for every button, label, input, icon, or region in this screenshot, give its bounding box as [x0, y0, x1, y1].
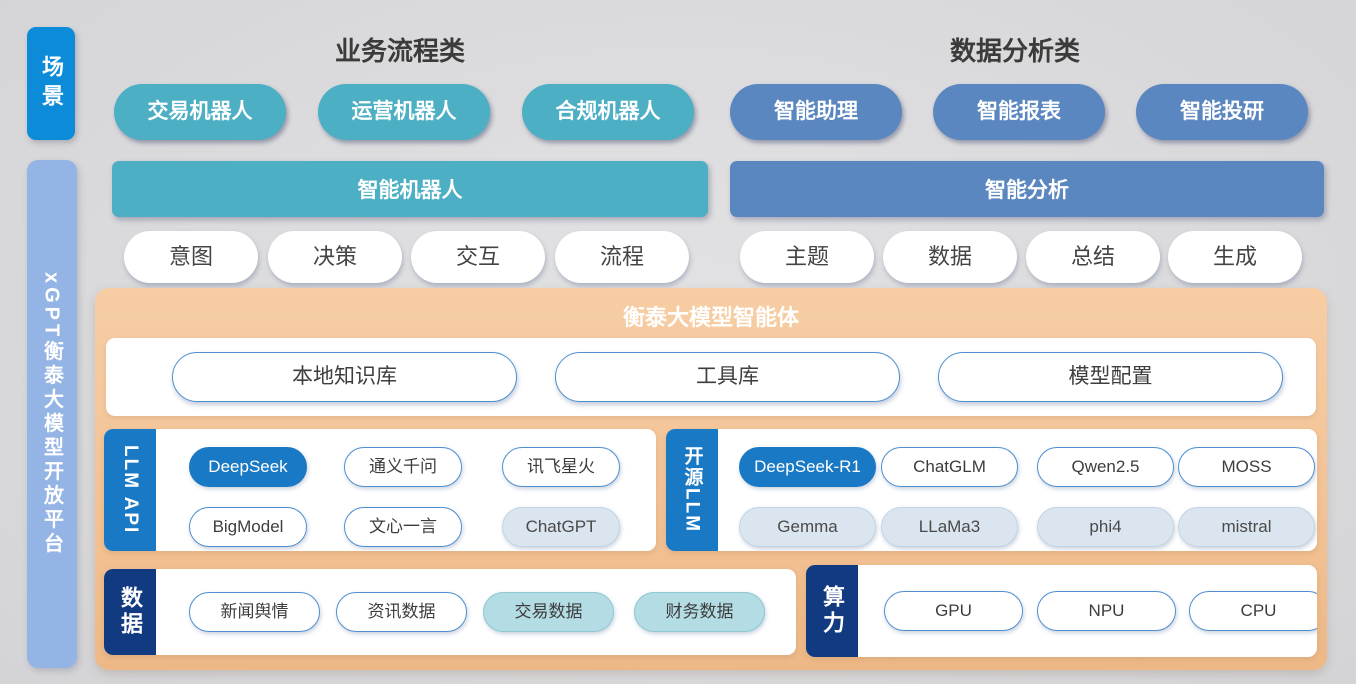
- capability-pill-process[interactable]: 流程: [555, 231, 689, 283]
- agent-feature-local-knowledge-base[interactable]: 本地知识库: [172, 352, 517, 402]
- open-llm-item-chatglm[interactable]: ChatGLM: [881, 447, 1018, 487]
- capability-pill-decision[interactable]: 决策: [268, 231, 402, 283]
- data-item-info-data[interactable]: 资讯数据: [336, 592, 467, 632]
- data-tab-label: 数据: [118, 586, 143, 638]
- scenario-pill-operations-robot[interactable]: 运营机器人: [318, 84, 490, 140]
- open-llm-item-llama3[interactable]: LLaMa3: [881, 507, 1018, 547]
- scenario-pill-trading-robot[interactable]: 交易机器人: [114, 84, 286, 140]
- open-llm-card: 开源LLM DeepSeek-R1 ChatGLM Qwen2.5 MOSS G…: [666, 429, 1317, 551]
- llm-api-tab[interactable]: LLM API: [104, 429, 156, 551]
- capability-pill-summary[interactable]: 总结: [1026, 231, 1160, 283]
- open-llm-item-mistral[interactable]: mistral: [1178, 507, 1315, 547]
- llm-api-tab-label: LLM API: [120, 445, 141, 535]
- compute-item-cpu[interactable]: CPU: [1189, 591, 1317, 631]
- sidebar-tab-platform-label: xGPT衡泰大模型开放平台: [40, 271, 63, 557]
- capability-bar-intelligent-robot[interactable]: 智能机器人: [112, 161, 708, 217]
- scenario-pill-smart-report[interactable]: 智能报表: [933, 84, 1105, 140]
- agent-feature-model-config[interactable]: 模型配置: [938, 352, 1283, 402]
- data-item-trade-data[interactable]: 交易数据: [483, 592, 614, 632]
- section-title-business-process: 业务流程类: [334, 36, 465, 66]
- open-llm-item-phi4[interactable]: phi4: [1037, 507, 1174, 547]
- compute-card: 算力 GPU NPU CPU: [806, 565, 1317, 657]
- capability-pill-topic[interactable]: 主题: [740, 231, 874, 283]
- data-item-finance-data[interactable]: 财务数据: [634, 592, 765, 632]
- scenario-pill-smart-assistant[interactable]: 智能助理: [730, 84, 902, 140]
- open-llm-item-qwen25[interactable]: Qwen2.5: [1037, 447, 1174, 487]
- capability-pill-interaction[interactable]: 交互: [411, 231, 545, 283]
- agent-platform-panel: 衡泰大模型智能体 本地知识库 工具库 模型配置 LLM API DeepSeek…: [95, 288, 1327, 670]
- sidebar-tab-scene[interactable]: 场景: [27, 27, 75, 140]
- open-llm-item-moss[interactable]: MOSS: [1178, 447, 1315, 487]
- llm-api-item-chatgpt[interactable]: ChatGPT: [502, 507, 620, 547]
- llm-api-item-bigmodel[interactable]: BigModel: [189, 507, 307, 547]
- open-llm-item-gemma[interactable]: Gemma: [739, 507, 876, 547]
- llm-api-item-xunfei[interactable]: 讯飞星火: [502, 447, 620, 487]
- section-title-data-analysis: 数据分析类: [949, 36, 1080, 66]
- open-llm-tab-label: 开源LLM: [681, 446, 703, 534]
- data-tab[interactable]: 数据: [104, 569, 156, 655]
- open-llm-item-deepseek-r1[interactable]: DeepSeek-R1: [739, 447, 876, 487]
- llm-api-item-tongyi[interactable]: 通义千问: [344, 447, 462, 487]
- capability-pill-intent[interactable]: 意图: [124, 231, 258, 283]
- llm-api-item-wenxin[interactable]: 文心一言: [344, 507, 462, 547]
- compute-item-gpu[interactable]: GPU: [884, 591, 1023, 631]
- capability-bar-intelligent-analysis[interactable]: 智能分析: [730, 161, 1324, 217]
- sidebar-tab-scene-label: 场景: [39, 54, 64, 113]
- data-card: 数据 新闻舆情 资讯数据 交易数据 财务数据: [104, 569, 796, 655]
- capability-pill-generate[interactable]: 生成: [1168, 231, 1302, 283]
- agent-feature-row: 本地知识库 工具库 模型配置: [106, 338, 1316, 416]
- open-llm-tab[interactable]: 开源LLM: [666, 429, 718, 551]
- compute-tab-label: 算力: [820, 585, 845, 637]
- compute-item-npu[interactable]: NPU: [1037, 591, 1176, 631]
- data-item-news-sentiment[interactable]: 新闻舆情: [189, 592, 320, 632]
- sidebar-tab-platform[interactable]: xGPT衡泰大模型开放平台: [27, 160, 77, 668]
- llm-api-item-deepseek[interactable]: DeepSeek: [189, 447, 307, 487]
- compute-tab[interactable]: 算力: [806, 565, 858, 657]
- agent-feature-tool-library[interactable]: 工具库: [555, 352, 900, 402]
- agent-panel-title: 衡泰大模型智能体: [622, 305, 799, 330]
- capability-pill-data[interactable]: 数据: [883, 231, 1017, 283]
- llm-api-card: LLM API DeepSeek 通义千问 讯飞星火 BigModel 文心一言…: [104, 429, 656, 551]
- scenario-pill-smart-research[interactable]: 智能投研: [1136, 84, 1308, 140]
- scenario-pill-compliance-robot[interactable]: 合规机器人: [522, 84, 694, 140]
